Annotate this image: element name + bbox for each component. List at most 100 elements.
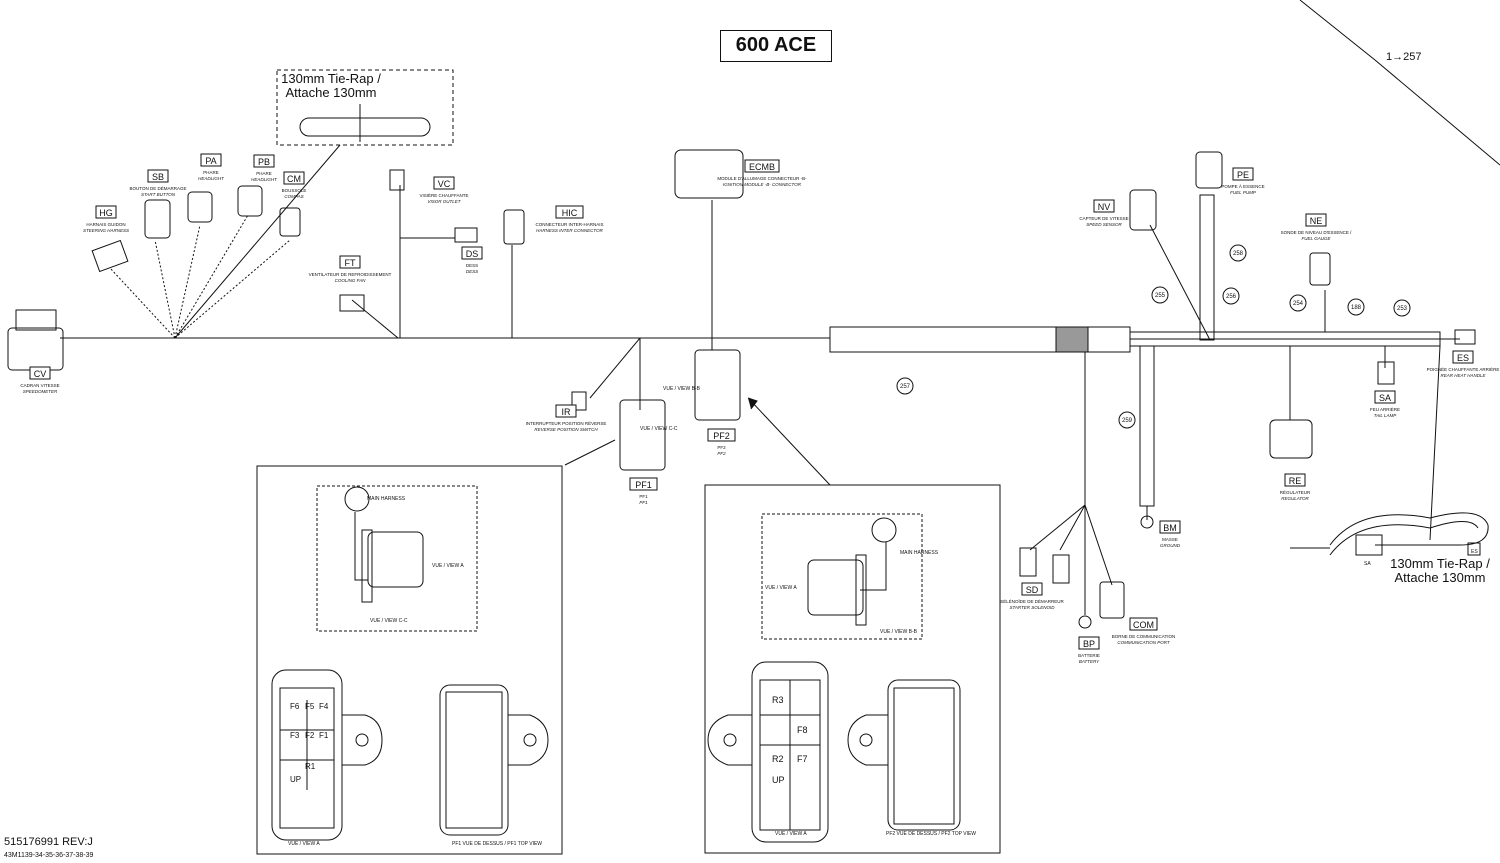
desc-fr-ds: DESS (466, 263, 478, 268)
callout-256-text: 256 (1226, 294, 1237, 300)
code-label-cm: CM (287, 174, 301, 184)
code-label-ecmb: ECMB (749, 162, 775, 172)
code-box-sd (1021, 582, 1043, 596)
code-box-ds (461, 246, 483, 260)
desc-en-ir: REVERSE POSITION SWITCH (534, 427, 598, 432)
pf1-cell-f6: F6 (290, 702, 300, 711)
pf1-cell-up: UP (290, 775, 301, 784)
desc-en-es: REAR HEAT HANDLE (1441, 373, 1487, 378)
desc-fr-sa: FEU ARRIÈRE (1370, 406, 1400, 412)
code-box-sa (1374, 390, 1396, 404)
reference-arrow-257: 1→257 (1386, 51, 1422, 63)
desc-en-cm: COMPAS (284, 194, 303, 199)
desc-en-pf1: PF1 (639, 500, 648, 505)
desc-en-pe: FUEL PUMP (1230, 190, 1256, 195)
tag-es-small: ES (1471, 549, 1478, 555)
tie-rap-top-line1: 130mm Tie-Rap / (281, 71, 381, 86)
tie-rap-top-line2: Attache 130mm (285, 85, 377, 100)
desc-fr-sb: BOUTON DE DÉMARRAGE (130, 185, 187, 191)
pf1-cell-f3: F3 (290, 731, 300, 740)
sub-part-number: 43M1139-34-35-36-37-38-39 (4, 852, 94, 859)
code-box-hg (95, 205, 117, 219)
main-harness-label-left: MAIN HARNESS (367, 496, 406, 502)
desc-en-ecmb: IGNITION MODULE -B- CONNECTOR (723, 182, 802, 187)
harness-tape-section (1055, 326, 1089, 353)
desc-en-nv: SPEED SENSOR (1086, 222, 1122, 227)
code-label-nv: NV (1098, 202, 1111, 212)
code-label-cv: CV (34, 369, 47, 379)
desc-en-re: REGULATOR (1281, 496, 1309, 501)
callout-256 (1222, 287, 1240, 305)
view-cc-caption: VUE / VIEW C-C (370, 618, 408, 624)
tag-sa-small: SA (1364, 561, 1371, 567)
desc-fr-re: RÉGULATEUR (1280, 489, 1311, 495)
code-box-cm (283, 171, 305, 185)
pf1-cell-f5: F5 (305, 702, 315, 711)
code-label-ds: DS (466, 249, 479, 259)
code-box-hic (555, 205, 584, 219)
code-label-bp: BP (1083, 639, 1095, 649)
desc-en-sd: STARTER SOLENOID (1009, 605, 1055, 610)
code-box-ft (339, 255, 361, 269)
code-label-ir: IR (562, 407, 572, 417)
code-label-pf1: PF1 (635, 480, 652, 490)
code-label-bm: BM (1163, 523, 1177, 533)
code-box-vc (433, 176, 455, 190)
callout-259-text: 259 (1122, 418, 1133, 424)
code-label-re: RE (1289, 476, 1302, 486)
desc-en-sa: TAIL LAMP (1374, 413, 1397, 418)
desc-fr-cv: CADRAN VITESSE (20, 383, 59, 388)
callout-255 (1151, 286, 1169, 304)
desc-en-pb: HEADLIGHT (251, 177, 278, 182)
part-number: 515176991 REV:J (4, 836, 93, 848)
code-label-es: ES (1457, 353, 1469, 363)
callout-253-text: 253 (1397, 306, 1408, 312)
pf2-cell-r3: R3 (772, 695, 784, 705)
code-box-cv (29, 366, 51, 380)
desc-fr-ft: VENTILATEUR DE REFROIDISSEMENT (309, 272, 392, 277)
desc-en-hg: STEERING HARNESS (83, 228, 129, 233)
code-box-pe (1232, 167, 1254, 181)
pf2-cell-f8: F8 (797, 725, 808, 735)
desc-fr-vc: VISIÈRE CHAUFFANTE (419, 192, 468, 198)
desc-fr-bp: BATTERIE (1078, 653, 1100, 658)
desc-en-ft: COOLING FAN (335, 278, 366, 283)
callout-188-text: 188 (1351, 305, 1362, 311)
tie-rap-note-top: 130mm Tie-Rap / Attache 130mm (276, 72, 386, 100)
desc-fr-com: BORNE DE COMMUNICATION (1112, 634, 1175, 639)
callout-254 (1289, 294, 1307, 312)
code-label-vc: VC (438, 179, 451, 189)
pf2-cell-r2: R2 (772, 754, 784, 764)
pf1-cell-f1: F1 (319, 731, 329, 740)
callout-253 (1393, 299, 1411, 317)
desc-en-sb: START BUTTON (141, 192, 176, 197)
code-label-sd: SD (1026, 585, 1039, 595)
code-box-ecmb (744, 159, 780, 173)
tie-rap-bottom-line1: 130mm Tie-Rap / (1390, 556, 1490, 571)
code-box-pf1 (629, 477, 658, 491)
desc-en-ne: FUEL GAUGE (1302, 236, 1332, 241)
code-box-ne (1305, 213, 1327, 227)
desc-fr-ecmb: MODULE D'ALLUMAGE CONNECTEUR -B- (717, 176, 807, 181)
vue-a-caption-right: VUE / VIEW A (775, 831, 807, 837)
code-box-ir (555, 404, 577, 418)
pf1-cell-f2: F2 (305, 731, 315, 740)
code-label-sb: SB (152, 172, 164, 182)
vue-a-caption-left: VUE / VIEW A (288, 841, 320, 847)
callout-258-text: 258 (1233, 251, 1244, 257)
code-box-bm (1159, 520, 1181, 534)
code-box-sb (147, 169, 169, 183)
code-label-pe: PE (1237, 170, 1249, 180)
tie-rap-bottom-line2: Attache 130mm (1394, 570, 1486, 585)
callout-188 (1347, 298, 1365, 316)
view-a-label-right: VUE / VIEW A (765, 585, 797, 591)
code-label-hic: HIC (562, 208, 578, 218)
desc-en-com: COMMUNICATION PORT (1117, 640, 1171, 645)
desc-en-vc: VISOR OUTLET (427, 199, 461, 204)
code-label-com: COM (1133, 620, 1154, 630)
diagram-title: 600 ACE (720, 30, 832, 62)
pf2-top-caption: PF2 VUE DE DESSUS / PF2 TOP VIEW (886, 831, 976, 837)
desc-fr-hg: HARNAIS GUIDON (86, 222, 125, 227)
callout-254-text: 254 (1293, 301, 1304, 307)
code-label-pa: PA (205, 156, 216, 166)
